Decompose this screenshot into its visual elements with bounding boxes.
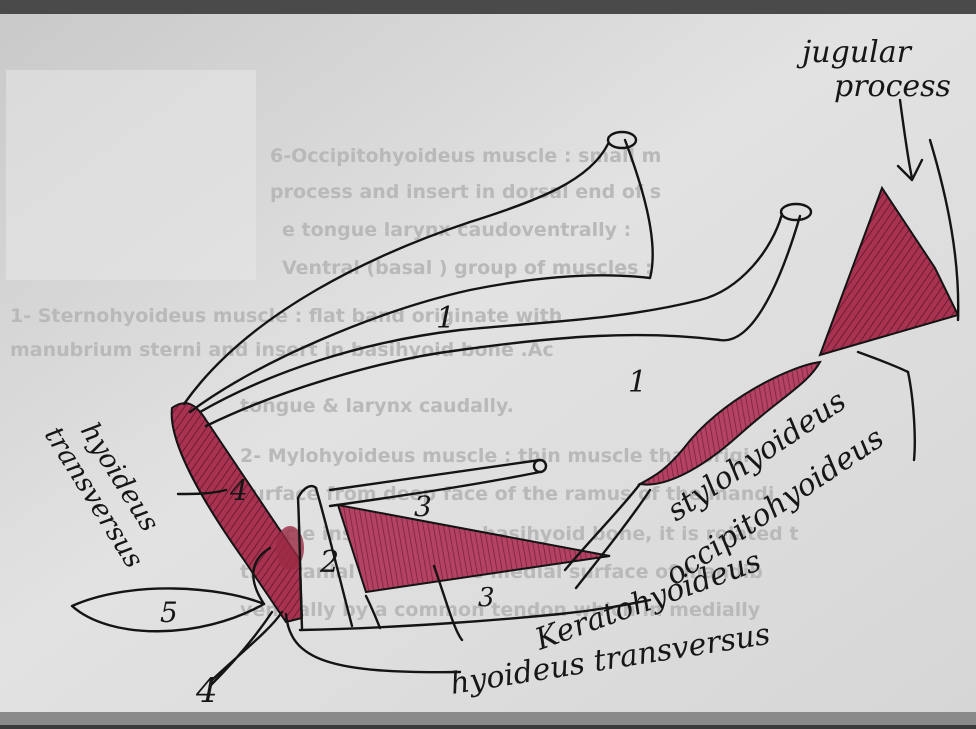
top-shadow xyxy=(0,0,976,14)
num-5: 5 xyxy=(160,596,178,629)
num-3-upper: 3 xyxy=(414,490,432,523)
bleed-line-3: e tongue larynx caudoventrally : xyxy=(282,219,631,241)
bleed-line-2: process and insert in dorsal end of s xyxy=(270,181,661,203)
bleed-line-7: tongue & larynx caudally. xyxy=(240,395,514,417)
bleed-line-1: 6-Occipitohyoideus muscle : small m xyxy=(270,145,661,167)
num-1-top: 1 xyxy=(436,301,455,336)
bottom-shadow xyxy=(0,712,976,725)
num-4-bottom: 4 xyxy=(195,671,218,711)
num-2: 2 xyxy=(319,545,339,580)
label-process: process xyxy=(834,69,951,104)
num-1-mid: 1 xyxy=(628,365,647,400)
left-paper-panel xyxy=(6,70,256,280)
num-4-left: 4 xyxy=(229,474,248,507)
label-jugular: jugular xyxy=(796,35,913,70)
num-3-lower: 3 xyxy=(478,583,495,613)
